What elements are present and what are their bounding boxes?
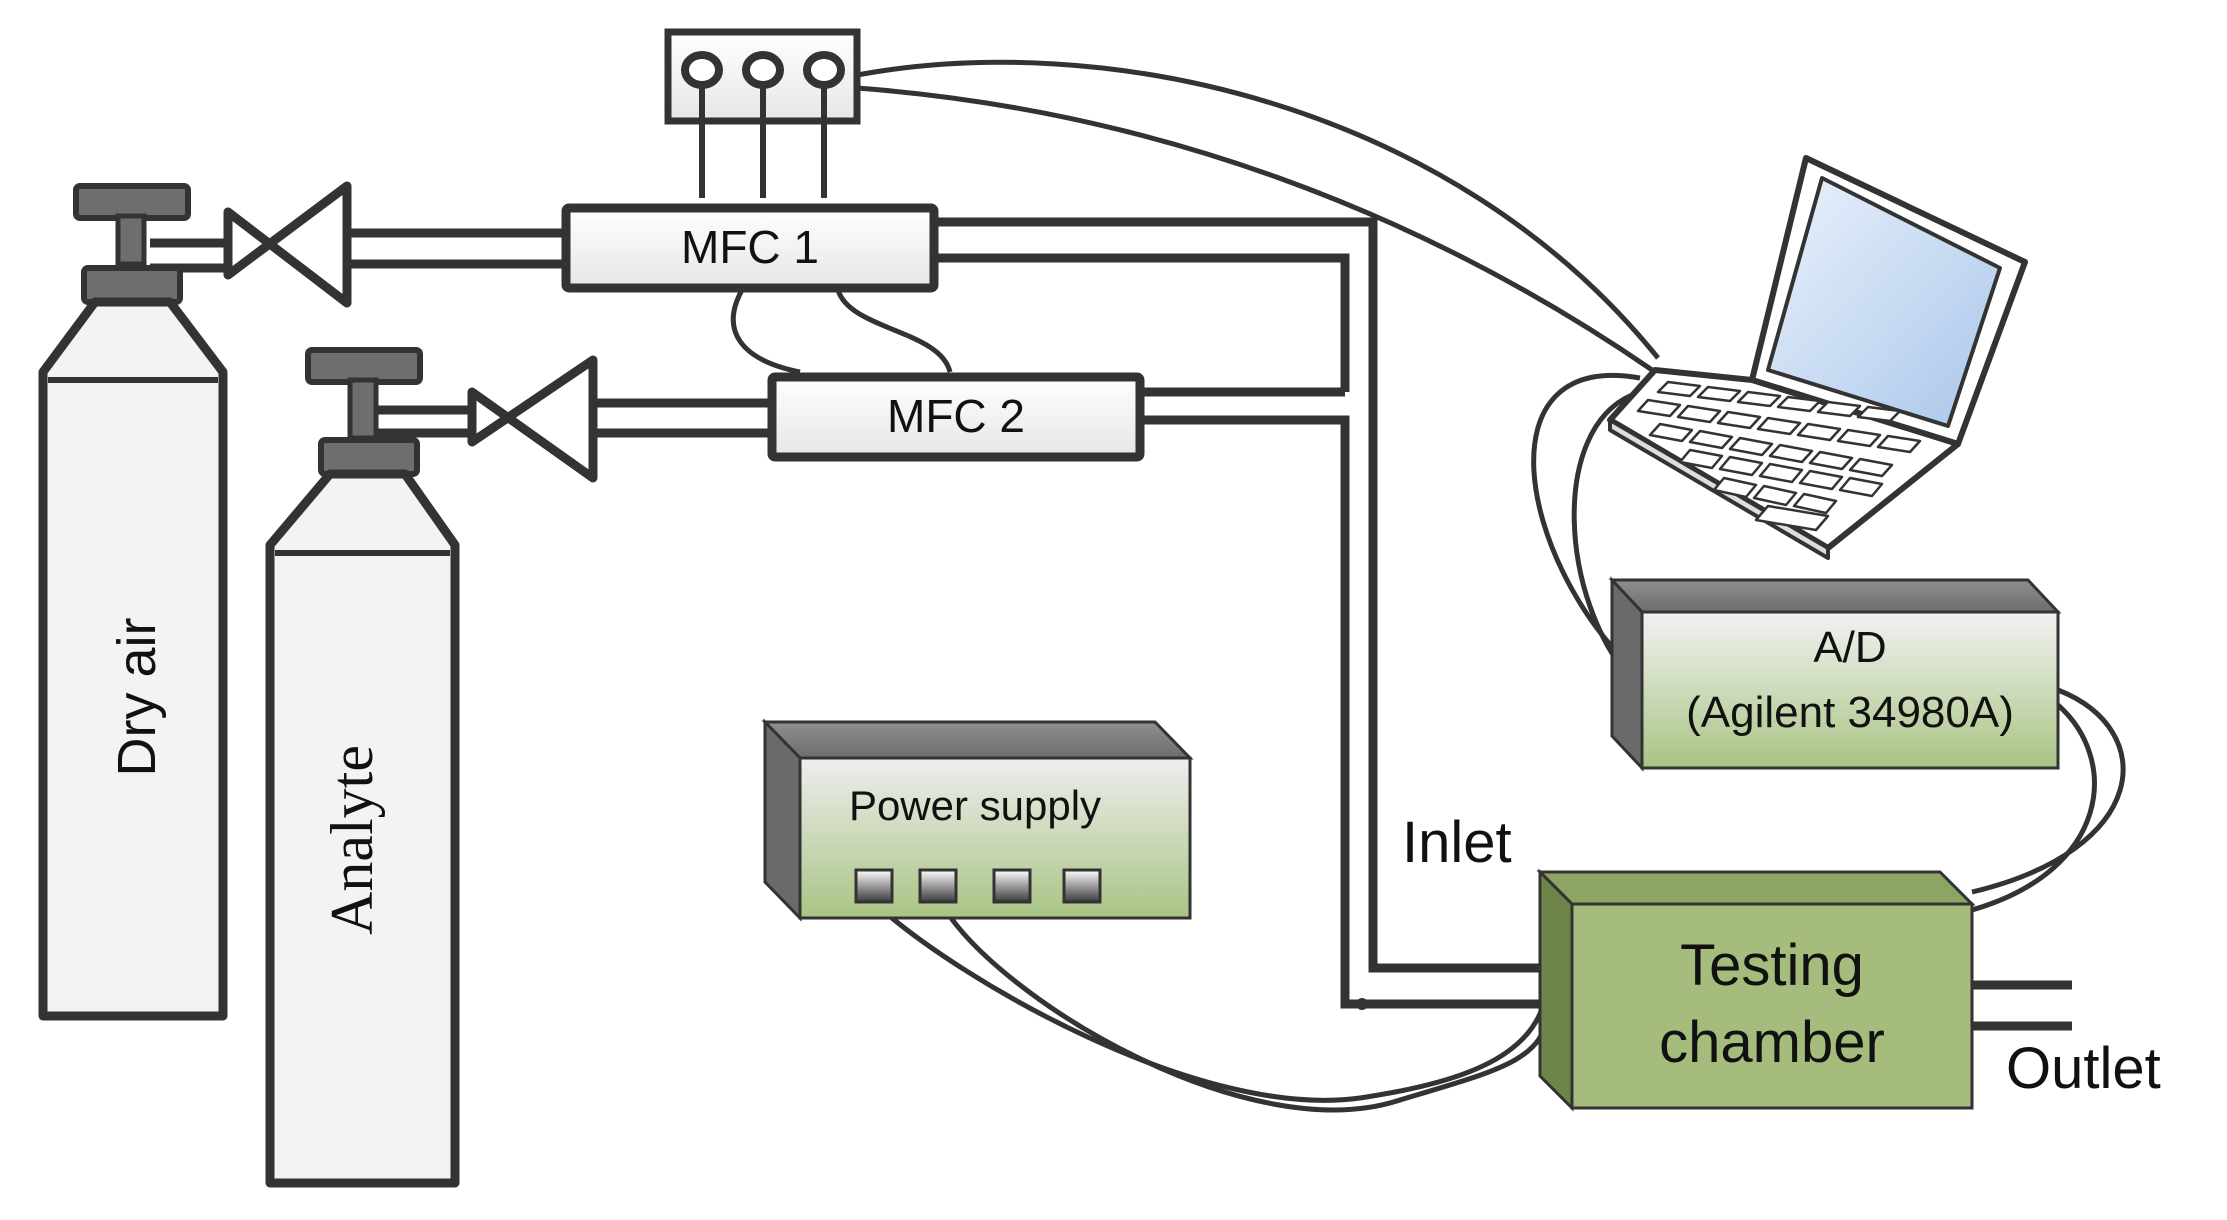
pipe-cyl2-valve xyxy=(378,405,470,438)
ad-label-line1: A/D xyxy=(1813,623,1886,672)
pipe-mfc1-chamber-inner xyxy=(935,253,1350,392)
pipe-cyl1-valve xyxy=(150,238,235,273)
mfc1-label: MFC 1 xyxy=(681,221,819,273)
ad-converter: A/D (Agilent 34980A) xyxy=(1608,576,2062,772)
pipe-valve-mfc2 xyxy=(595,398,772,438)
ad-label-line2: (Agilent 34980A) xyxy=(1686,688,2014,737)
valve-icon xyxy=(467,355,598,483)
mfc-2: MFC 2 xyxy=(767,372,1145,462)
dry-air-label: Dry air xyxy=(107,617,167,776)
outlet-label: Outlet xyxy=(2006,1036,2161,1101)
power-supply-label: Power supply xyxy=(849,782,1101,829)
mfc-1: MFC 1 xyxy=(561,203,939,293)
cylinder-analyte: Analyte xyxy=(265,347,460,1188)
inlet-label: Inlet xyxy=(1402,810,1512,875)
mfc2-label: MFC 2 xyxy=(887,390,1025,442)
pipe-junction xyxy=(1356,998,1368,1010)
pipe-valve-mfc1 xyxy=(348,228,565,269)
chamber-label-line2: chamber xyxy=(1659,1010,1885,1075)
power-terminal xyxy=(918,868,958,904)
cylinder-dry-air: Dry air xyxy=(38,183,228,1021)
analyte-label: Analyte xyxy=(319,745,385,935)
pipe-outlet xyxy=(1966,980,2072,1031)
signal-cables xyxy=(730,59,2126,1113)
pipe-mfc2-chamber xyxy=(1142,415,1548,1009)
pipe-mfc1-chamber xyxy=(935,217,1548,973)
gas-lines xyxy=(150,217,2072,1031)
testing-chamber: Testing chamber xyxy=(1536,868,1976,1112)
laptop-keyboard xyxy=(1636,380,1922,532)
laptop-icon xyxy=(1607,155,2028,560)
controller-box-icon xyxy=(664,28,861,198)
power-terminal xyxy=(854,868,894,904)
power-terminal xyxy=(1062,868,1102,904)
chamber-label-line1: Testing xyxy=(1680,933,1864,998)
power-supply: Power supply xyxy=(761,718,1194,922)
valve-icon xyxy=(223,181,352,308)
power-terminal xyxy=(992,868,1032,904)
